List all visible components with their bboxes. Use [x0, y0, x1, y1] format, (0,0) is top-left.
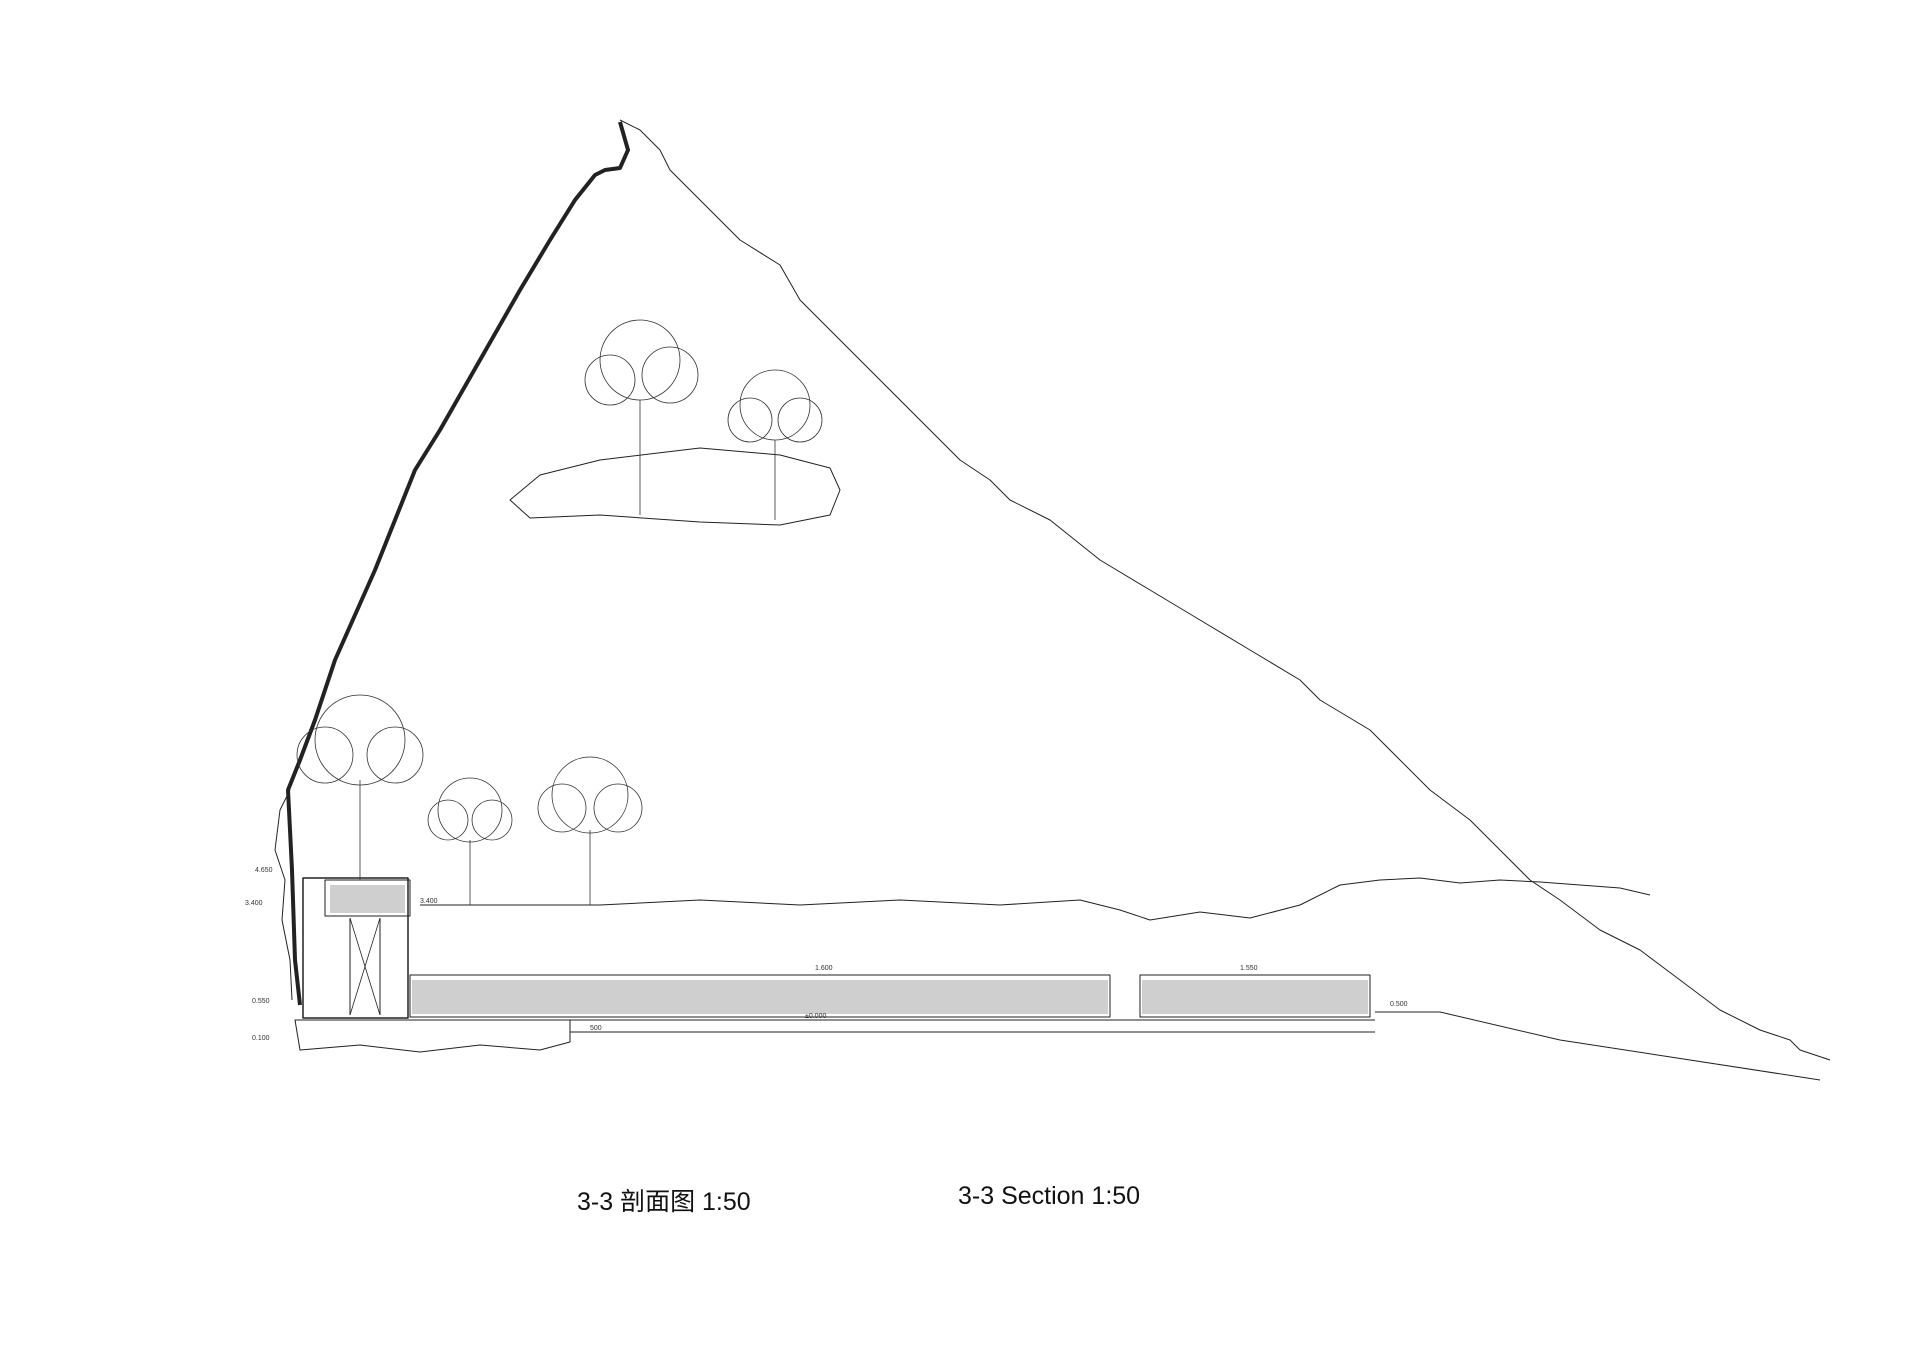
ground-slope — [1375, 1011, 1821, 1081]
fence-left — [409, 974, 1111, 1018]
terrace-line — [420, 877, 1651, 921]
pavilion — [302, 877, 409, 1019]
tree-4 — [427, 777, 513, 905]
cliff-rock — [274, 789, 293, 1001]
caption-english: 3-3 Section 1:50 — [958, 1182, 1141, 1210]
dimension-fence-left: 1.600 — [815, 965, 833, 972]
elevation-lower-step: 0.550 — [252, 998, 270, 1005]
tree-5 — [537, 756, 643, 905]
mountain-outline — [619, 119, 1831, 1061]
foundation — [294, 1019, 571, 1053]
elevation-ground-right: 0.500 — [1390, 1001, 1408, 1008]
tree-2 — [727, 369, 823, 520]
caption-chinese: 3-3 剖面图 1:50 — [577, 1188, 751, 1216]
tree-3 — [296, 694, 424, 880]
tree-island — [509, 447, 841, 526]
dimension-fence-right: 1.550 — [1240, 965, 1258, 972]
elevation-terrace: 3.400 — [420, 898, 438, 905]
fence-right — [1139, 974, 1371, 1018]
elevation-base: 0.100 — [252, 1035, 270, 1042]
elevation-top-roof: 4.650 — [255, 867, 273, 874]
pavilion-roof-screen — [324, 879, 411, 917]
elevation-upper-ground: 3.400 — [245, 900, 263, 907]
cliff-line — [286, 121, 630, 1006]
elevation-floor-zero: ±0.000 — [805, 1013, 826, 1020]
dimension-step: 500 — [590, 1025, 602, 1032]
tree-1 — [584, 319, 699, 515]
